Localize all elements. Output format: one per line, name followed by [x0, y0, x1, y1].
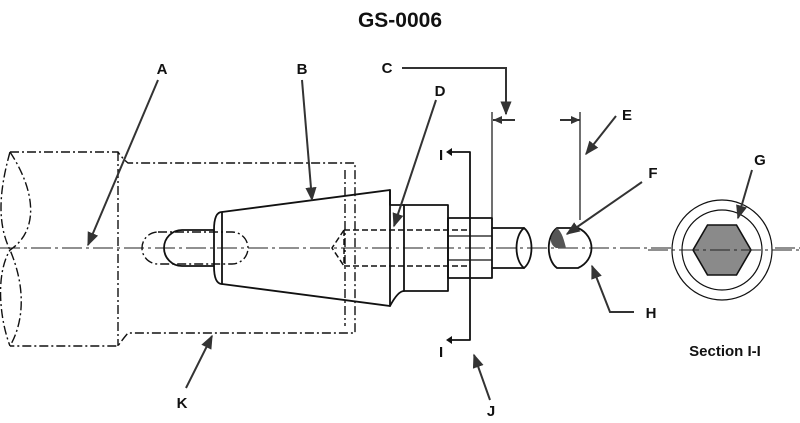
break-line	[515, 227, 525, 269]
pilot-pin	[163, 229, 215, 267]
hidden-bore	[331, 229, 468, 267]
leaders	[87, 67, 753, 401]
callout-c: C	[382, 60, 393, 77]
collar	[389, 189, 449, 307]
callout-a: A	[157, 61, 168, 78]
callout-d: D	[435, 83, 446, 100]
callout-e: E	[622, 107, 632, 124]
callout-f: F	[648, 165, 657, 182]
section-plane	[446, 148, 471, 344]
callout-b: B	[297, 61, 308, 78]
callout-h: H	[646, 305, 657, 322]
phantom-slot	[141, 231, 249, 265]
drawing-title: GS-0006	[358, 9, 442, 32]
section-mark-top: I	[439, 147, 443, 164]
callout-j: J	[487, 403, 495, 420]
callout-k: K	[177, 395, 188, 412]
callout-g: G	[754, 152, 766, 169]
section-view	[648, 199, 800, 301]
phantom-housing	[0, 151, 356, 347]
shaft-end-chamfer	[550, 228, 566, 248]
shaft-right	[547, 227, 593, 269]
section-caption: Section I-I	[689, 343, 761, 360]
section-mark-bottom: I	[439, 344, 443, 361]
taper-body	[213, 189, 391, 307]
